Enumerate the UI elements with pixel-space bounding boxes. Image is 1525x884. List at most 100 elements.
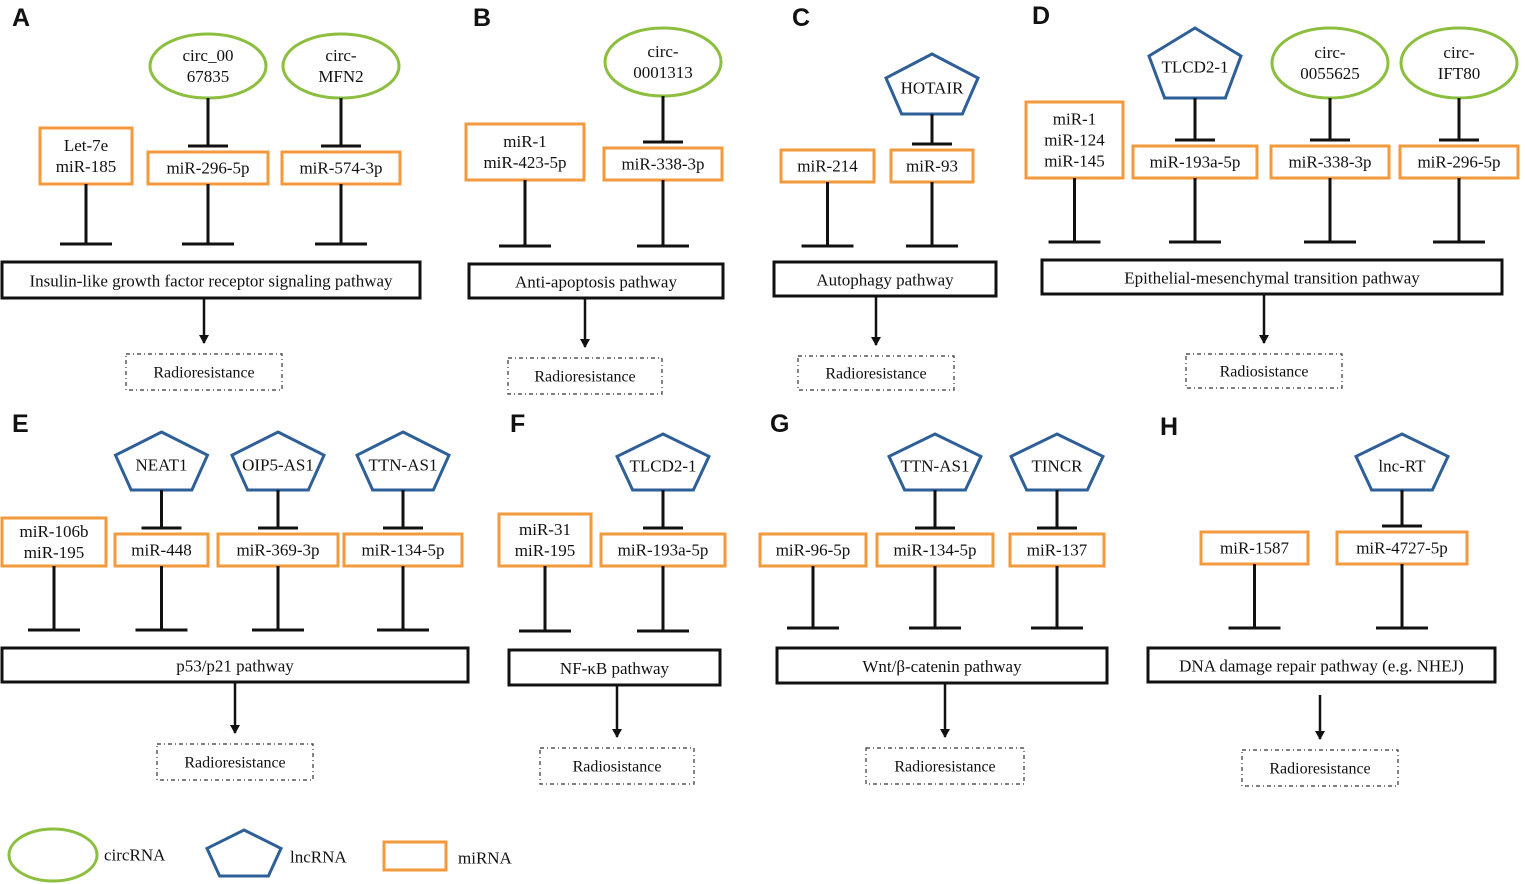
- pathway-box: [467, 262, 725, 300]
- mirna-label: miR-214: [797, 157, 858, 176]
- mirna-label: miR-195: [24, 543, 84, 562]
- mirna-label: miR-124: [1044, 131, 1105, 150]
- lncrna-label: TINCR: [1032, 457, 1084, 476]
- panel-label: B: [473, 4, 491, 32]
- mirna-label: miR-448: [131, 541, 191, 560]
- legend-circrna-label: circRNA: [104, 846, 166, 865]
- outcome-box: [797, 355, 955, 391]
- pathway-box: [0, 260, 422, 300]
- outcome-label: Radioresistance: [825, 366, 926, 383]
- mirna-label: miR-185: [56, 157, 116, 176]
- mirna-label: miR-574-3p: [299, 159, 382, 178]
- mirna-box: [464, 122, 586, 182]
- pathway-label: Epithelial-mesenchymal transition pathwa…: [1124, 269, 1420, 288]
- mirna-box: [146, 150, 270, 186]
- pathway-box: [775, 646, 1109, 685]
- pathway-label: Insulin-like growth factor receptor sign…: [29, 272, 393, 291]
- mirna-box: [1398, 144, 1520, 180]
- mirna-label: miR-134-5p: [361, 541, 444, 560]
- mirna-box: [0, 516, 108, 568]
- circrna-label: circ-: [647, 42, 678, 61]
- mirna-label: miR-193a-5p: [1150, 153, 1241, 172]
- pathway-label: p53/p21 pathway: [176, 657, 294, 676]
- mirna-label: miR-423-5p: [483, 153, 566, 172]
- circrna-label: circ-: [1443, 43, 1474, 62]
- circrna-label: circ-: [325, 46, 356, 65]
- pathway-box: [1146, 646, 1497, 684]
- panel-label: E: [12, 410, 29, 438]
- pathway-box: [507, 648, 722, 687]
- outcome-label: Radioresistance: [894, 759, 995, 776]
- panel-label: F: [510, 410, 525, 438]
- outcome-box: [865, 747, 1025, 785]
- outcome-box: [1185, 353, 1343, 389]
- mirna-label: miR-145: [1044, 152, 1104, 171]
- mirna-label: miR-106b: [20, 522, 89, 541]
- mirna-label: miR-96-5p: [776, 541, 851, 560]
- lncrna-label: TTN-AS1: [369, 456, 438, 475]
- mirna-label: Let-7e: [64, 136, 108, 155]
- outcome-label: Radiosistance: [573, 759, 662, 776]
- circrna-label: MFN2: [318, 67, 363, 86]
- lncrna-label: TLCD2-1: [629, 457, 696, 476]
- legend-lncrna-label: lncRNA: [290, 848, 347, 867]
- circrna-ellipse: [1399, 26, 1519, 100]
- outcome-box: [1241, 749, 1399, 787]
- pathway-label: DNA damage repair pathway (e.g. NHEJ): [1179, 657, 1464, 676]
- circrna-label: circ_00: [183, 46, 234, 65]
- circrna-label: circ-: [1314, 43, 1345, 62]
- mirna-label: miR-93: [906, 157, 958, 176]
- mirna-box: [280, 150, 402, 186]
- outcome-box: [507, 357, 663, 395]
- pathway-label: Autophagy pathway: [816, 271, 954, 290]
- mirna-label: miR-369-3p: [236, 541, 319, 560]
- pathway-box: [1040, 258, 1504, 296]
- outcome-label: Radioresistance: [153, 365, 254, 382]
- circrna-label: IFT80: [1438, 64, 1481, 83]
- outcome-box: [156, 743, 314, 781]
- circrna-label: 67835: [187, 67, 230, 86]
- mirna-label: miR-1: [503, 132, 546, 151]
- mirna-label: miR-31: [519, 520, 571, 539]
- mirna-label: miR-4727-5p: [1356, 539, 1448, 558]
- panel-label: C: [792, 4, 810, 32]
- mirna-label: miR-296-5p: [1417, 153, 1500, 172]
- outcome-label: Radioresistance: [534, 369, 635, 386]
- outcome-label: Radioresistance: [1269, 761, 1370, 778]
- pathway-label: Anti-apoptosis pathway: [515, 273, 677, 292]
- circrna-ellipse: [148, 32, 268, 100]
- outcome-label: Radioresistance: [184, 755, 285, 772]
- panel-label: A: [12, 4, 30, 32]
- panel-label: D: [1032, 2, 1050, 30]
- mirna-label: miR-296-5p: [166, 159, 249, 178]
- legend-mirna-label: miRNA: [458, 849, 513, 868]
- outcome-box: [125, 353, 283, 391]
- outcome-box: [539, 747, 695, 785]
- circrna-label: 0001313: [633, 63, 693, 82]
- panel-label: H: [1160, 413, 1178, 441]
- pathway-box: [0, 646, 470, 684]
- mirna-label: miR-338-3p: [1288, 153, 1371, 172]
- outcome-label: Radiosistance: [1220, 364, 1309, 381]
- mirna-box: [342, 532, 464, 568]
- mirna-box: [758, 532, 868, 568]
- lncrna-label: TTN-AS1: [901, 457, 970, 476]
- mirna-box: [1024, 100, 1125, 180]
- mirna-label: miR-338-3p: [621, 155, 704, 174]
- mirna-label: miR-1587: [1220, 539, 1289, 558]
- legend-circrna-icon: [7, 827, 99, 883]
- legend-mirna-icon: [382, 840, 448, 872]
- legend-lncrna-icon: [205, 828, 283, 878]
- mirna-label: miR-1: [1053, 110, 1096, 129]
- circrna-ellipse: [281, 32, 401, 100]
- panel-label: G: [770, 410, 789, 438]
- circrna-ellipse: [603, 26, 723, 98]
- lncrna-label: OIP5-AS1: [242, 456, 314, 475]
- mirna-box: [216, 532, 340, 568]
- mirna-label: miR-195: [515, 541, 575, 560]
- mirna-box: [497, 512, 593, 568]
- pathway-label: NF-κB pathway: [560, 659, 670, 678]
- mirna-label: miR-137: [1027, 541, 1088, 560]
